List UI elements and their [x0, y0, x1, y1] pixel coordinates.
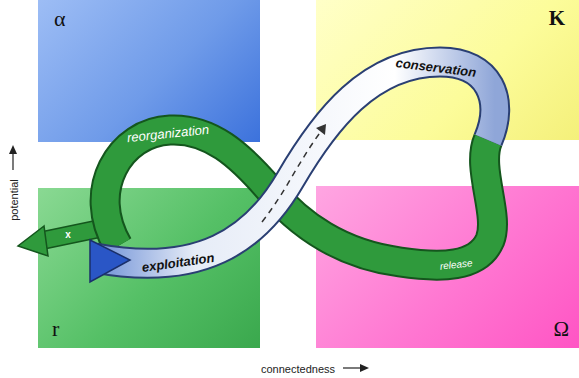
quadrant-symbol: α — [54, 8, 66, 30]
white-band-outline — [95, 62, 495, 263]
phase-label: conservation — [395, 56, 477, 79]
dashed-arrow — [262, 130, 322, 222]
dashed-arrowhead — [316, 124, 326, 135]
quadrant-symbol: K — [549, 8, 565, 29]
exit-label: x — [65, 230, 71, 240]
label-holder: conservation — [395, 53, 478, 81]
phase-label: release — [439, 258, 473, 271]
phase-label: exploitation — [141, 251, 215, 274]
junction-arrowhead — [90, 240, 130, 282]
axis-label: connectedness — [261, 364, 335, 375]
phase-label: reorganization — [126, 123, 209, 145]
axis-arrow — [343, 367, 362, 368]
label-holder: potential — [4, 179, 22, 221]
label-holder: x — [65, 224, 71, 242]
quadrant-symbol: Ω — [553, 319, 569, 340]
label-holder: reorganization — [126, 120, 210, 147]
axis-arrowhead — [9, 145, 17, 154]
axis-arrowhead — [360, 364, 369, 372]
axis-label: potential — [9, 179, 20, 221]
label-holder: exploitation — [141, 248, 216, 276]
label-holder: release — [439, 252, 474, 273]
label-holder: connectedness — [261, 359, 335, 377]
axis-arrow — [12, 152, 13, 170]
quadrant-symbol: r — [52, 318, 59, 340]
exit-arrowhead — [18, 226, 48, 256]
white-band — [95, 62, 495, 263]
